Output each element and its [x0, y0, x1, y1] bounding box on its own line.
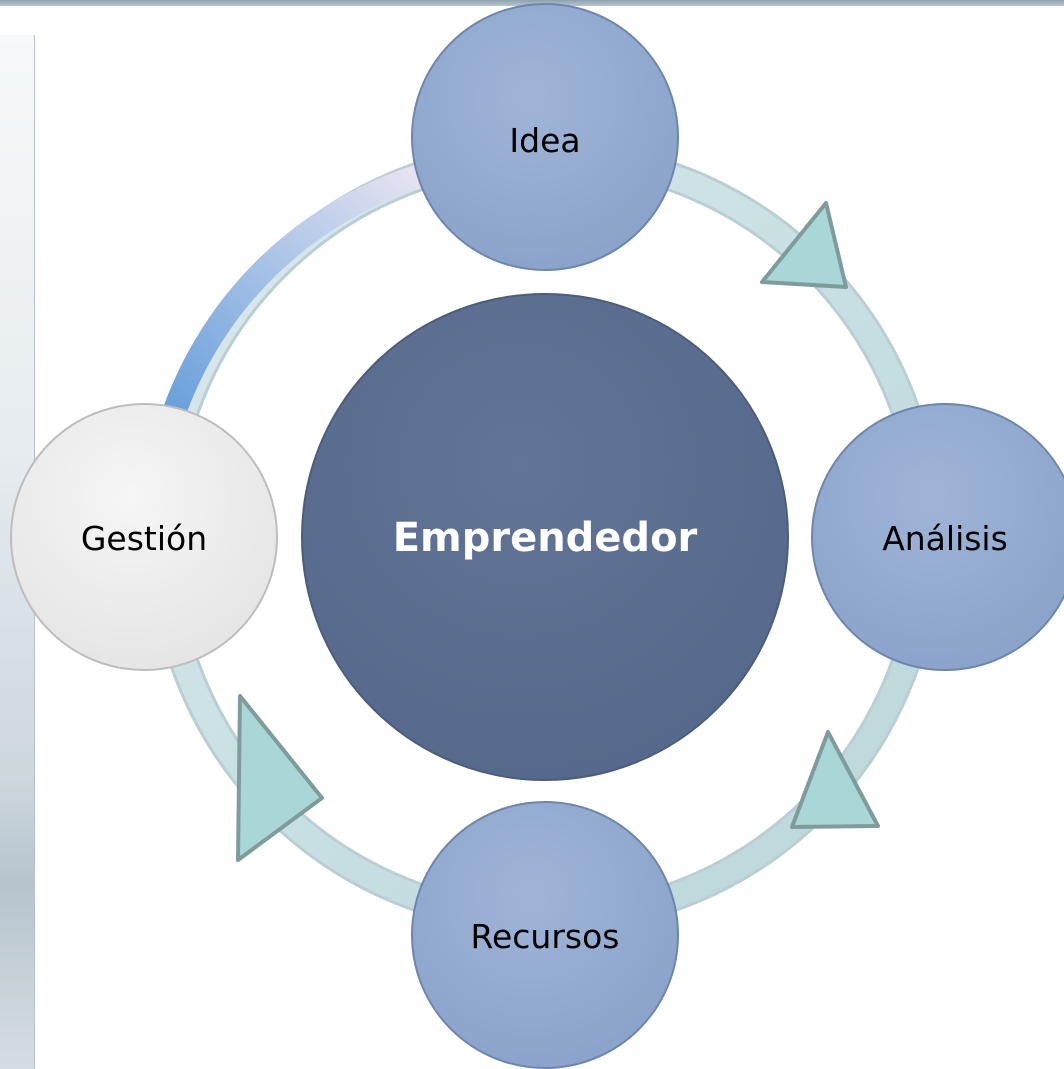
- node-recursos-label: Recursos: [471, 917, 620, 956]
- arrow-recursos-to-gestion: [236, 694, 324, 862]
- center-node: Emprendedor: [301, 293, 789, 781]
- node-analisis-label: Análisis: [882, 519, 1008, 558]
- node-recursos: Recursos: [411, 801, 679, 1069]
- top-border: [0, 0, 1064, 6]
- node-gestion: Gestión: [10, 403, 278, 671]
- node-analisis: Análisis: [811, 403, 1064, 671]
- node-idea-label: Idea: [509, 121, 580, 160]
- node-idea: Idea: [411, 3, 679, 271]
- arrow-analisis-to-recursos: [790, 730, 880, 829]
- node-gestion-label: Gestión: [81, 519, 207, 558]
- cycle-ring-blue-segment: [163, 164, 424, 415]
- arrow-idea-to-analisis: [760, 201, 848, 289]
- center-node-label: Emprendedor: [393, 515, 698, 561]
